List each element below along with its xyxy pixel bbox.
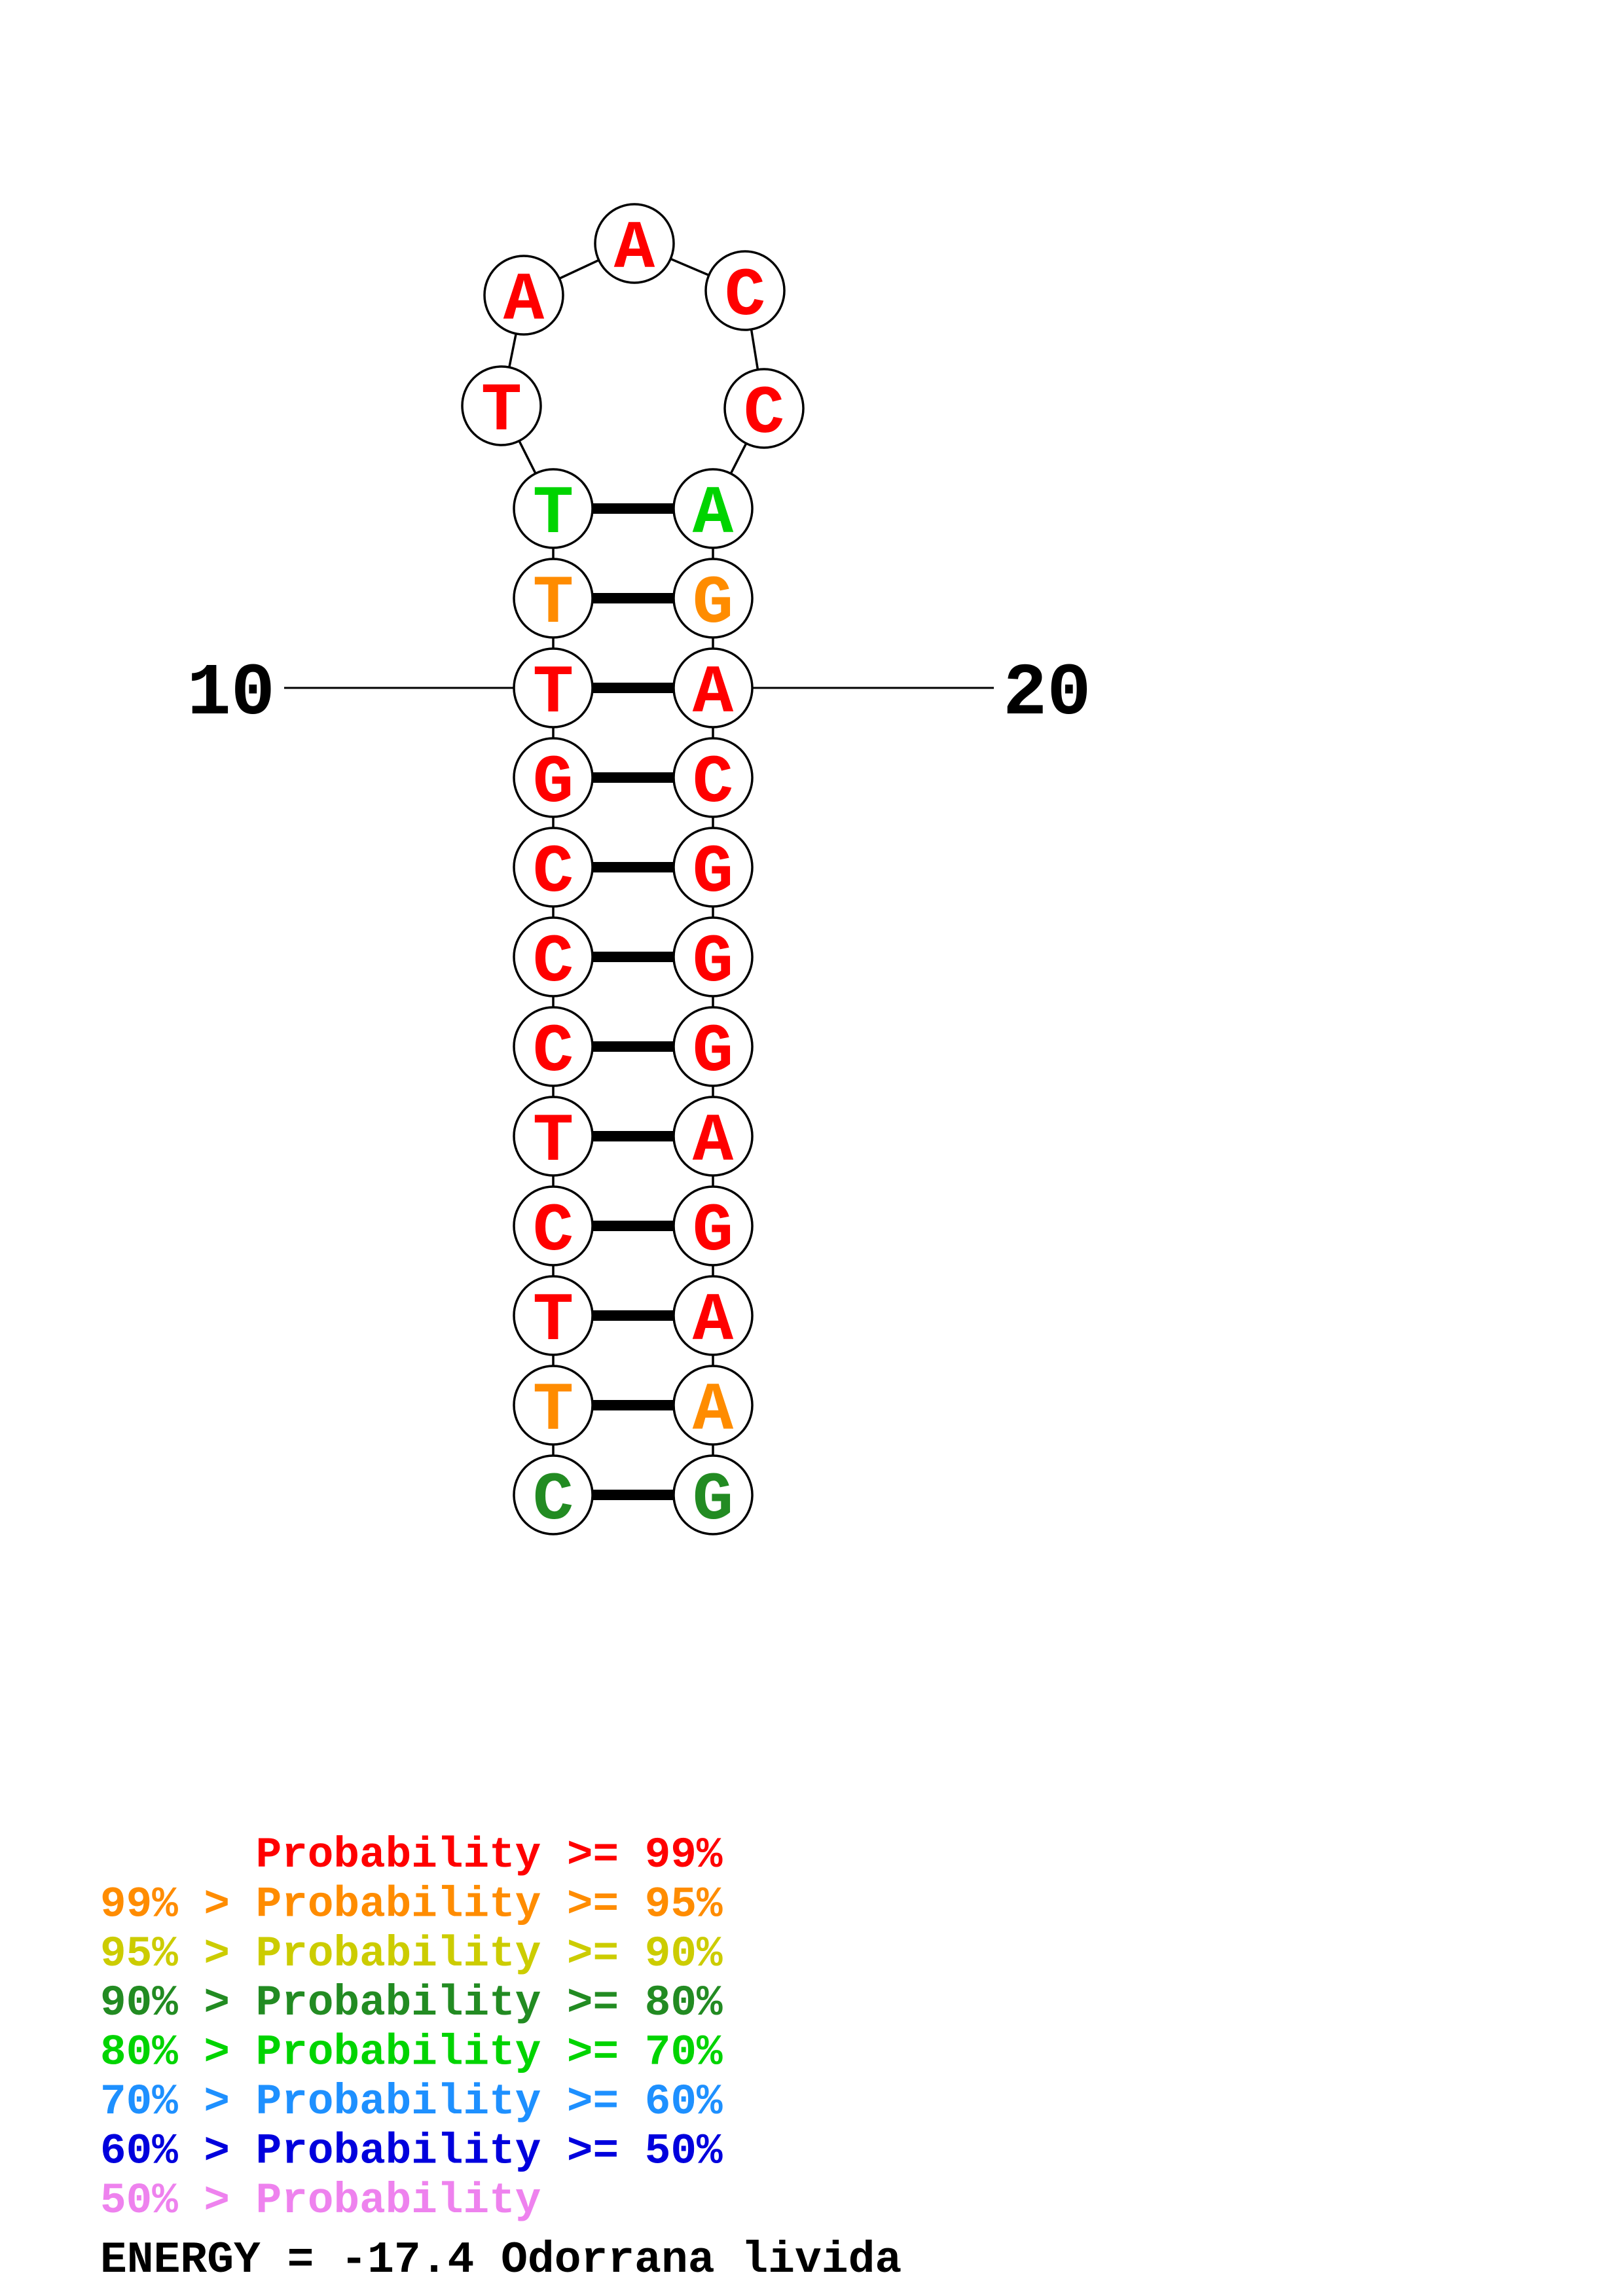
nucleotide-circle (672, 1096, 754, 1177)
nucleotide-base: T (533, 1372, 574, 1450)
position-label-20: 20 (1003, 653, 1091, 736)
nucleotide-circle (513, 827, 594, 908)
legend-item: 95% > Probability >= 90% (100, 1929, 723, 1979)
nucleotide-base: T (533, 655, 574, 732)
nucleotide-base: T (533, 476, 574, 553)
nucleotide-base: C (533, 834, 574, 912)
nucleotide-circle (672, 468, 754, 549)
nucleotide-base: C (533, 924, 574, 1001)
nucleotide-base: A (503, 262, 545, 340)
nucleotide-base: T (481, 373, 522, 450)
nucleotide-base: C (533, 1462, 574, 1539)
nucleotide-circle (513, 1454, 594, 1535)
nucleotide-circle (672, 1365, 754, 1446)
nucleotide-base: G (533, 745, 574, 822)
nucleotide-circle (513, 468, 594, 549)
nucleotide-circle (513, 1096, 594, 1177)
nucleotide-base: A (693, 476, 734, 553)
nucleotide-circle (672, 558, 754, 639)
nucleotide-circle (672, 647, 754, 728)
nucleotide-circle (513, 916, 594, 997)
legend-item: 99% > Probability >= 95% (100, 1880, 723, 1929)
legend-item: 50% > Probability (100, 2176, 541, 2225)
nucleotide-circle (483, 255, 564, 336)
nucleotide-base: C (744, 376, 784, 453)
nucleotide-circle (461, 365, 542, 446)
legend-item: 80% > Probability >= 70% (100, 2028, 723, 2077)
probability-legend: Probability >= 99%99% > Probability >= 9… (100, 1831, 723, 2225)
nucleotide-base: T (533, 565, 574, 643)
nucleotide-base: A (693, 1372, 734, 1450)
nucleotide-base: G (693, 1014, 733, 1091)
nucleotide-base: A (693, 655, 734, 732)
nucleotide-circle (513, 1275, 594, 1356)
nucleotide-circle (672, 737, 754, 818)
legend-item: 60% > Probability >= 50% (100, 2126, 723, 2176)
nucleotide-base: A (614, 211, 655, 288)
base-pair-bond-layer (593, 503, 674, 1500)
legend-item: Probability >= 99% (256, 1831, 723, 1880)
legend-item: 70% > Probability >= 60% (100, 2077, 723, 2126)
legend-item: 90% > Probability >= 80% (100, 1979, 723, 2028)
nucleotide-base: C (725, 258, 765, 335)
nucleotide-base: A (693, 1103, 734, 1181)
position-label-10: 10 (187, 653, 275, 736)
nucleotide-base: C (693, 745, 733, 822)
nucleotide-circle (672, 1454, 754, 1535)
nucleotide-circle (704, 250, 786, 331)
nucleotide-base: G (693, 834, 733, 912)
nucleotide-circle (672, 916, 754, 997)
nucleotide-circle (594, 203, 675, 284)
nucleotide-base: C (533, 1014, 574, 1091)
nucleotide-circle (672, 1275, 754, 1356)
nucleotide-base: C (533, 1193, 574, 1270)
nucleotide-circle (513, 1006, 594, 1087)
nucleotide-circle (672, 1185, 754, 1266)
energy-caption: ENERGY = -17.4 Odorrana livida (100, 2235, 902, 2286)
nucleotide-base: G (693, 1193, 733, 1270)
nucleotide-circle (513, 1185, 594, 1266)
nucleotide-circle (513, 1365, 594, 1446)
nucleotide-circle (513, 737, 594, 818)
nucleotide-circle (672, 827, 754, 908)
nucleotide-circle (723, 368, 805, 449)
nucleotide-base: T (533, 1103, 574, 1181)
nucleotide-circle (672, 1006, 754, 1087)
nucleotide-base: T (533, 1283, 574, 1360)
nucleotide-circle (513, 647, 594, 728)
nucleotide-base: G (693, 1462, 733, 1539)
nucleotide-base: A (693, 1283, 734, 1360)
nucleotide-base: G (693, 924, 733, 1001)
nucleotide-base: G (693, 565, 733, 643)
nucleotide-circle (513, 558, 594, 639)
